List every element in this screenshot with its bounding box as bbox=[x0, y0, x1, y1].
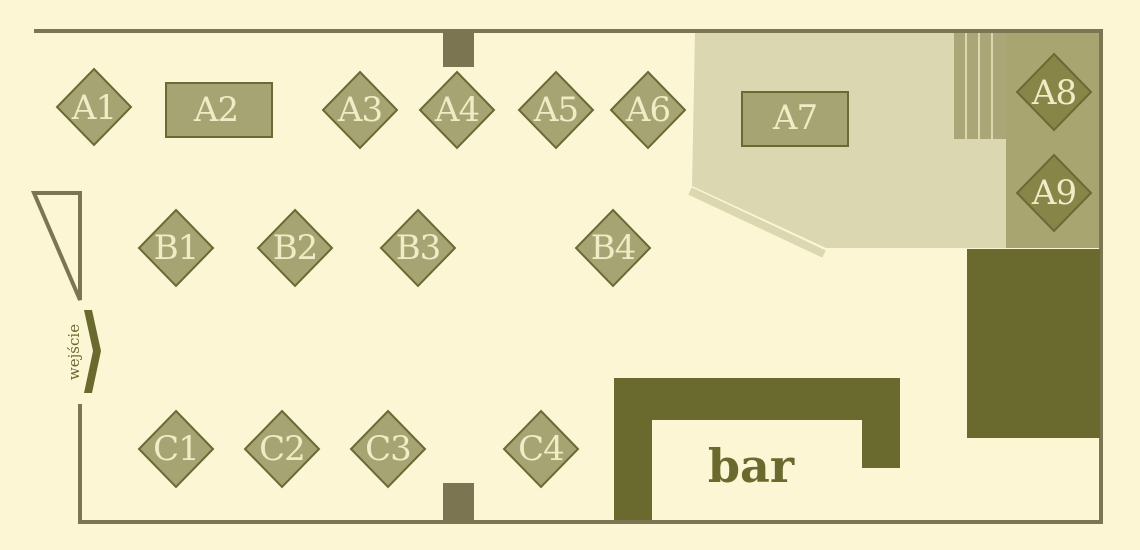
table-a6[interactable]: A6 bbox=[609, 70, 687, 150]
stairs bbox=[954, 33, 1006, 139]
table-a7-label: A7 bbox=[772, 98, 817, 138]
table-a4[interactable]: A4 bbox=[418, 70, 496, 150]
vip-divider bbox=[688, 187, 826, 258]
table-a2[interactable]: A2 bbox=[165, 82, 273, 138]
table-b1[interactable]: B1 bbox=[137, 208, 215, 288]
table-a5[interactable]: A5 bbox=[517, 70, 595, 150]
outer-wall bbox=[30, 29, 1103, 524]
entrance-label: wejście bbox=[65, 324, 83, 380]
table-c3-label: C3 bbox=[365, 429, 411, 469]
table-c4[interactable]: C4 bbox=[502, 409, 580, 489]
dark-block bbox=[967, 249, 1100, 438]
bar-counter bbox=[614, 378, 900, 520]
table-b4[interactable]: B4 bbox=[574, 208, 652, 288]
table-a7[interactable]: A7 bbox=[741, 91, 849, 147]
table-a6-label: A6 bbox=[625, 90, 670, 130]
table-b4-label: B4 bbox=[591, 228, 636, 268]
pillar-top bbox=[443, 31, 474, 67]
table-a1[interactable]: A1 bbox=[55, 67, 133, 147]
table-a3[interactable]: A3 bbox=[321, 70, 399, 150]
table-a3-label: A3 bbox=[337, 90, 382, 130]
table-c3[interactable]: C3 bbox=[349, 409, 427, 489]
table-b2-label: B2 bbox=[273, 228, 318, 268]
table-a8[interactable]: A8 bbox=[1015, 52, 1093, 132]
table-c4-label: C4 bbox=[518, 429, 564, 469]
pillar-bottom bbox=[443, 483, 474, 522]
table-b2[interactable]: B2 bbox=[256, 208, 334, 288]
table-c2-label: C2 bbox=[259, 429, 305, 469]
table-a5-label: A5 bbox=[533, 90, 578, 130]
table-c2[interactable]: C2 bbox=[243, 409, 321, 489]
table-a1-label: A1 bbox=[71, 88, 116, 128]
bar-label: bar bbox=[708, 439, 795, 493]
entrance-arrow[interactable] bbox=[84, 310, 101, 393]
table-a9-label: A9 bbox=[1031, 173, 1076, 213]
table-a4-label: A4 bbox=[434, 90, 479, 130]
table-c1-label: C1 bbox=[153, 429, 199, 469]
table-b3-label: B3 bbox=[396, 228, 441, 268]
table-b1-label: B1 bbox=[154, 228, 199, 268]
table-b3[interactable]: B3 bbox=[379, 208, 457, 288]
table-c1[interactable]: C1 bbox=[137, 409, 215, 489]
table-a8-label: A8 bbox=[1031, 73, 1076, 113]
table-a2-label: A2 bbox=[193, 90, 238, 130]
table-a9[interactable]: A9 bbox=[1015, 153, 1093, 233]
